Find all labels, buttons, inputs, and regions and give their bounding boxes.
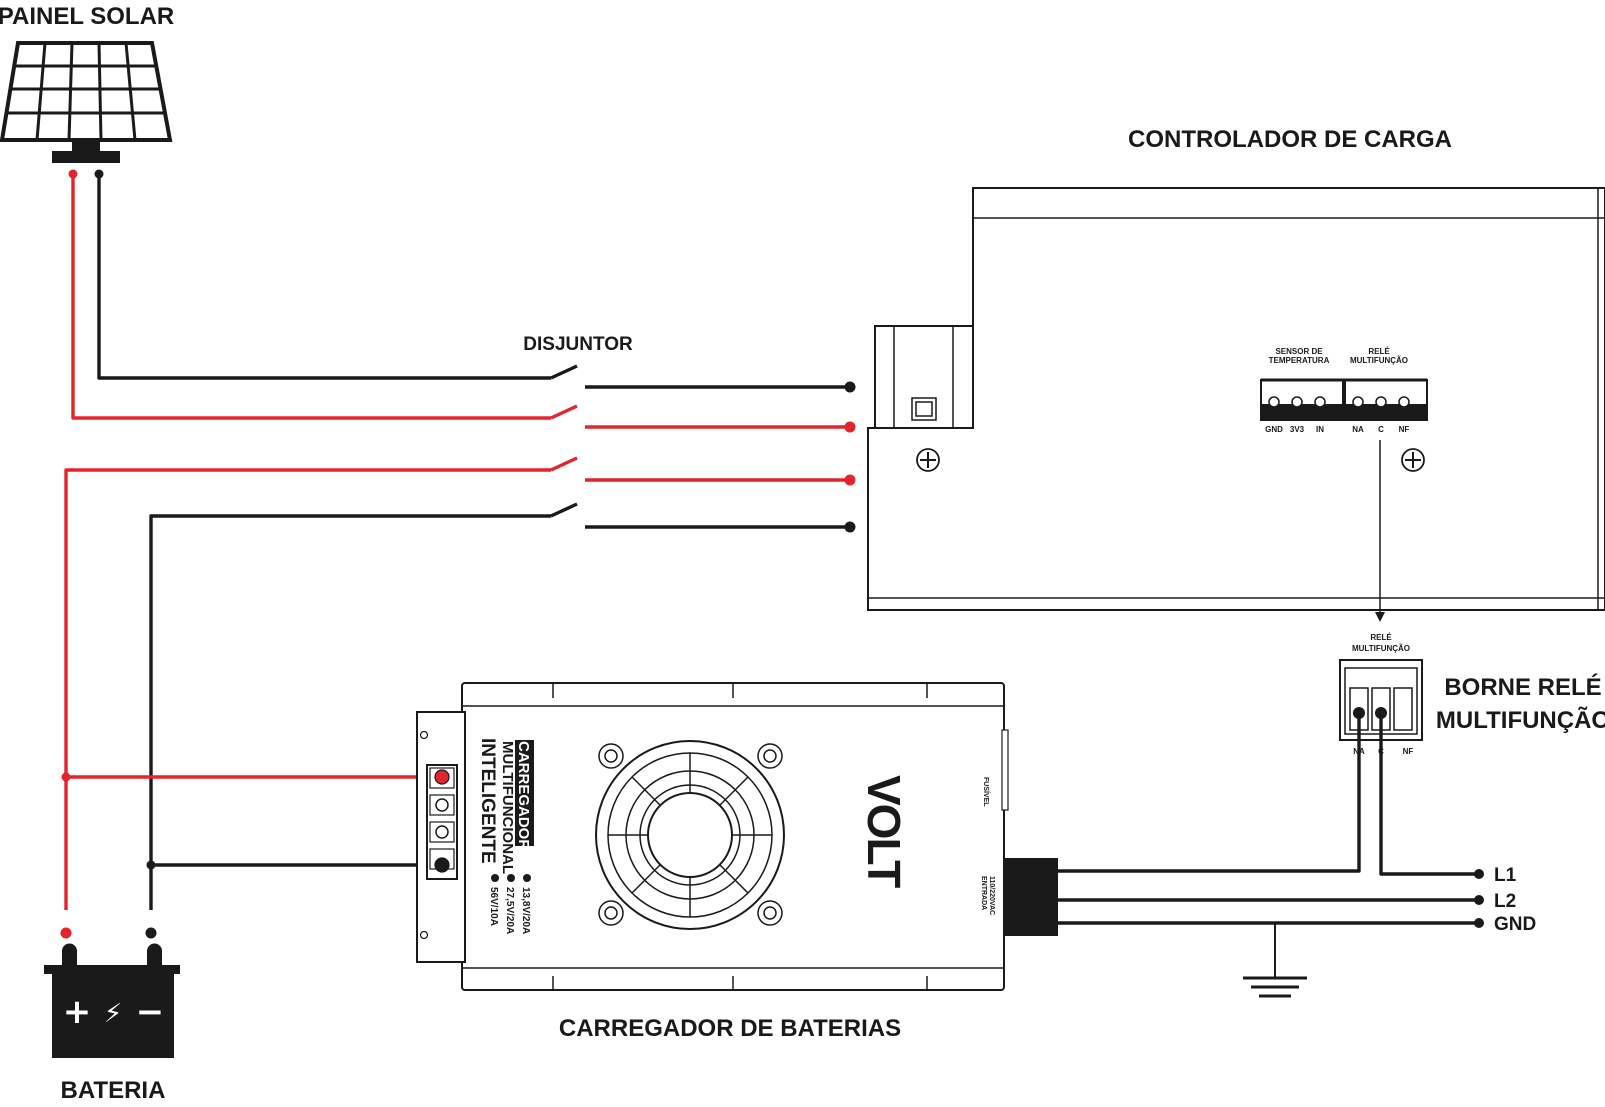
svg-text:13,8V/20A: 13,8V/20A (520, 887, 531, 934)
svg-text:MULTIFUNÇÃO: MULTIFUNÇÃO (1352, 644, 1410, 653)
battery-label: BATERIA (61, 1077, 166, 1104)
mains-l1-label: L1 (1494, 865, 1517, 886)
svg-text:NA: NA (1352, 425, 1364, 434)
svg-text:TEMPERATURA: TEMPERATURA (1269, 356, 1330, 365)
battery-minus-symbol: − (136, 992, 165, 1032)
mains-l2-label: L2 (1494, 891, 1516, 912)
mains-gnd-label: GND (1494, 914, 1536, 935)
wire-panel-negative (97, 174, 551, 380)
mains-wiring: L1 L2 GND (1055, 713, 1536, 998)
svg-text:GND: GND (1265, 425, 1283, 434)
charger-output-terminal (426, 764, 458, 880)
charger-input-label-1: ENTRADA (980, 876, 987, 910)
charge-controller: CONTROLADOR DE CARGA SENSOR DE TEMPERATU… (867, 126, 1605, 622)
svg-text:CARREGADOR: CARREGADOR (515, 741, 532, 850)
svg-text:56V/10A: 56V/10A (488, 887, 499, 926)
controller-screw-right (1401, 448, 1425, 472)
controller-screw-left (916, 448, 940, 472)
charger-fan (595, 740, 785, 930)
ground-symbol (1243, 923, 1307, 998)
battery: + ⚡ − BATERIA (44, 943, 180, 1104)
svg-text:RELÉ: RELÉ (1368, 347, 1390, 356)
svg-text:INTELIGENTE: INTELIGENTE (477, 738, 498, 864)
charger-brand-logo: VOLT (858, 775, 910, 888)
charge-controller-label: CONTROLADOR DE CARGA (1128, 126, 1452, 153)
relay-terminal-label-1: BORNE RELÉ (1444, 673, 1601, 701)
charger-power-cable-gland (1004, 858, 1058, 936)
svg-text:RELÉ: RELÉ (1370, 633, 1392, 642)
controller-bracket (874, 325, 974, 429)
charger-specs: 13,8V/20A 27,5V/20A 56V/10A (488, 874, 531, 934)
svg-text:SENSOR DE: SENSOR DE (1275, 347, 1323, 356)
solar-panel-label: PAINEL SOLAR (0, 3, 174, 30)
charger-fuse-label: FUSÍVEL (982, 777, 991, 807)
battery-charger-label: CARREGADOR DE BATERIAS (559, 1015, 901, 1042)
solar-panel-stand (52, 151, 120, 163)
wires (60, 174, 856, 939)
relay-pointer-arrow (1375, 612, 1385, 622)
wire-battery-positive (64, 468, 551, 910)
battery-charger: CARREGADOR MULTIFUNCIONAL INTELIGENTE 13… (416, 682, 1058, 1042)
svg-text:MULTIFUNÇÃO: MULTIFUNÇÃO (1350, 356, 1408, 365)
breaker: DISJUNTOR (523, 334, 633, 518)
svg-text:NF: NF (1403, 747, 1414, 756)
solar-panel-mount (72, 140, 100, 151)
svg-text:27,5V/20A: 27,5V/20A (504, 887, 515, 934)
relay-terminal-label-2: MULTIFUNÇÃO (1436, 706, 1605, 734)
charger-input-label-2: 110/220VAC (988, 876, 995, 915)
controller-terminal-block (1260, 378, 1428, 421)
breaker-label: DISJUNTOR (523, 334, 633, 355)
battery-plus-symbol: + (63, 992, 92, 1032)
svg-text:NF: NF (1399, 425, 1410, 434)
svg-text:3V3: 3V3 (1290, 425, 1305, 434)
battery-bolt-icon: ⚡ (104, 999, 122, 1029)
wire-panel-positive (71, 174, 551, 420)
svg-text:IN: IN (1316, 425, 1324, 434)
svg-text:MULTIFUNCIONAL: MULTIFUNCIONAL (499, 741, 516, 874)
solar-panel: PAINEL SOLAR (0, 3, 174, 179)
solar-panel-grid (6, 42, 165, 141)
charger-name: CARREGADOR MULTIFUNCIONAL INTELIGENTE (477, 738, 534, 874)
svg-text:C: C (1378, 425, 1384, 434)
